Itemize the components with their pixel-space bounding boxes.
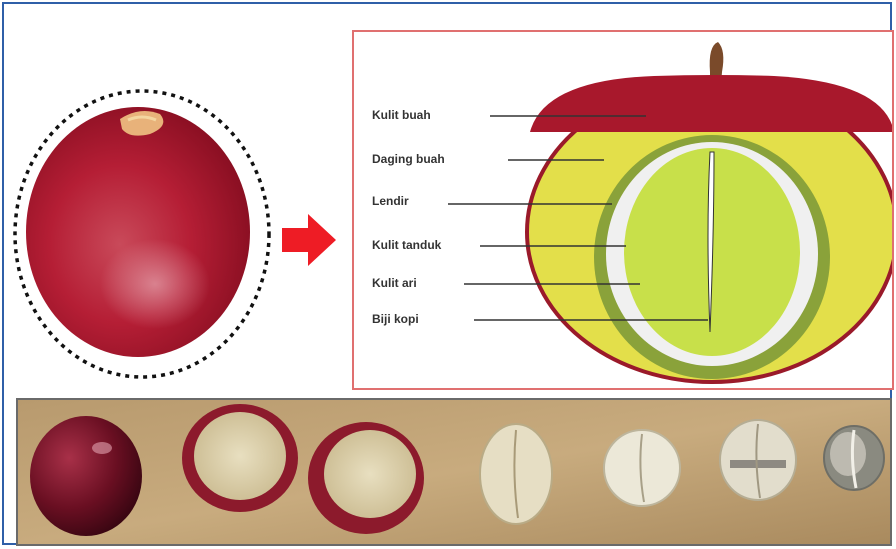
label-kulit-buah: Kulit buah — [372, 108, 431, 122]
stages-photo — [18, 400, 890, 544]
cross-section-diagram: Kulit buah Daging buah Lendir Kulit tand… — [352, 30, 894, 390]
label-daging-buah: Daging buah — [372, 152, 445, 166]
label-kulit-tanduk: Kulit tanduk — [372, 238, 441, 252]
label-biji-kopi: Biji kopi — [372, 312, 419, 326]
cross-section-drawing — [354, 32, 892, 388]
label-lendir: Lendir — [372, 194, 409, 208]
processing-stages-strip — [16, 398, 892, 546]
stage-whole-cherry — [30, 416, 142, 536]
label-kulit-ari: Kulit ari — [372, 276, 417, 290]
right-arrow-icon — [280, 212, 340, 268]
whole-cherry-image — [10, 84, 280, 384]
